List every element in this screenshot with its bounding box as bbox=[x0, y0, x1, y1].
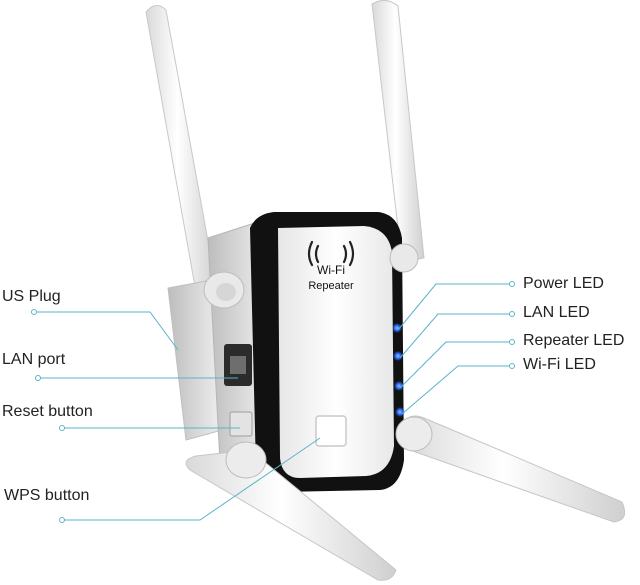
wps-button bbox=[315, 415, 347, 447]
leader-us-plug bbox=[34, 311, 179, 351]
leader-lan-led bbox=[399, 313, 512, 359]
leader-lines-right bbox=[397, 281, 515, 415]
leader-wifi-led bbox=[401, 365, 512, 415]
repeater-led bbox=[394, 381, 404, 391]
badge-line1: Wi-Fi bbox=[317, 263, 345, 277]
label-lan-led: LAN LED bbox=[523, 304, 590, 321]
antenna-bottom-right bbox=[395, 415, 626, 523]
lan-port bbox=[224, 344, 252, 386]
left-hinge bbox=[203, 271, 245, 309]
right-hinge bbox=[389, 243, 419, 273]
power-led bbox=[392, 323, 402, 333]
leader-lines-left bbox=[31, 309, 321, 523]
label-lan-port: LAN port bbox=[2, 351, 66, 368]
label-power-led: Power LED bbox=[523, 275, 604, 292]
antenna-bottom-left bbox=[185, 441, 397, 581]
reset-button bbox=[229, 411, 253, 437]
led-indicators bbox=[392, 323, 405, 417]
leader-wps-button bbox=[62, 437, 321, 521]
label-wifi-led: Wi-Fi LED bbox=[523, 356, 596, 373]
label-us-plug: US Plug bbox=[2, 288, 61, 305]
leader-repeater-led bbox=[399, 341, 512, 389]
lan-led bbox=[393, 351, 403, 361]
label-reset-button: Reset button bbox=[2, 403, 93, 420]
wifi-led bbox=[395, 407, 405, 417]
label-repeater-led: Repeater LED bbox=[523, 332, 625, 349]
label-wps-button: WPS button bbox=[4, 487, 90, 504]
wifi-signal-icon bbox=[307, 240, 355, 267]
leader-power-led bbox=[397, 283, 512, 331]
badge-line2: Repeater bbox=[308, 280, 354, 292]
antenna-top-right bbox=[371, 0, 425, 263]
antenna-top-left bbox=[145, 5, 217, 293]
device-body bbox=[250, 212, 404, 492]
